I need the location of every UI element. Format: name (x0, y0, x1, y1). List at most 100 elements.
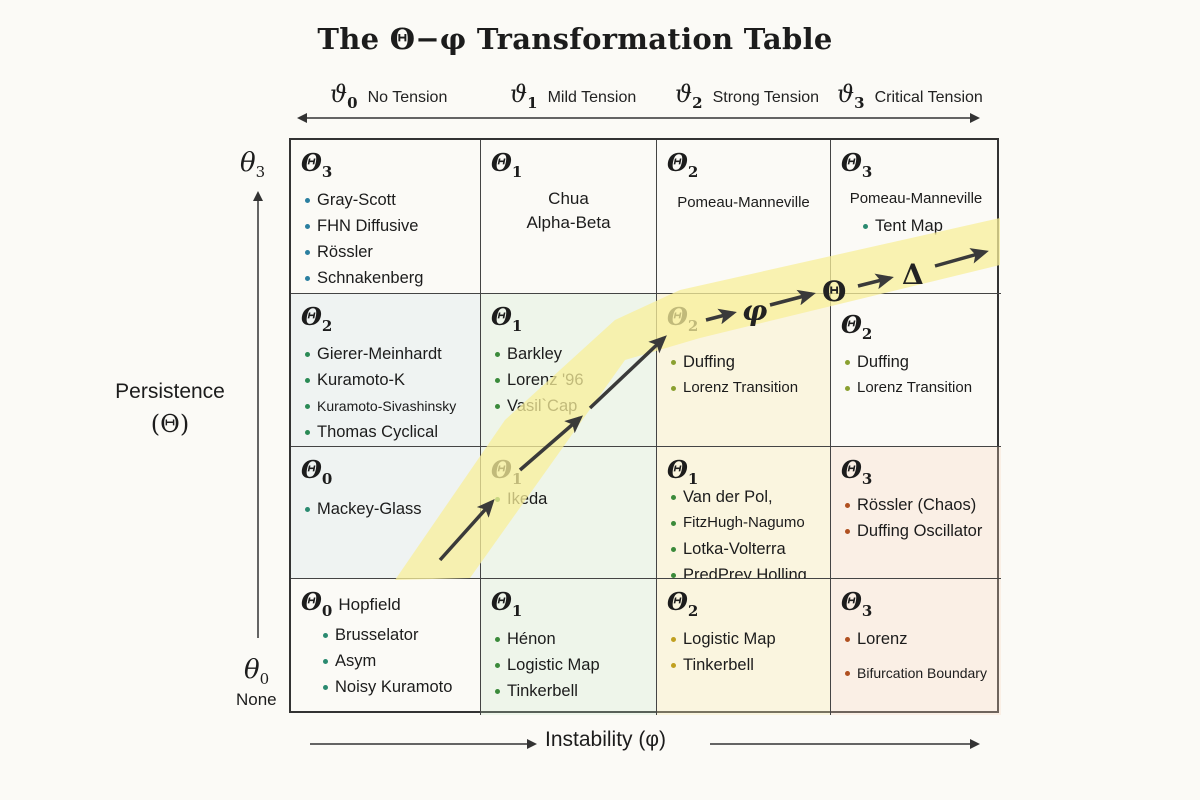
page-title: The Θ−φ Transformation Table (317, 22, 833, 56)
list-item: Brusselator (319, 622, 470, 648)
list-item: Thomas Cyclical (301, 419, 470, 445)
col-symbol: ϑ1 (510, 80, 538, 112)
y-axis-title: Persistence (Θ) (110, 376, 230, 440)
center-line: Pomeau-Manneville (677, 193, 810, 211)
cell-item-list: Hénon Logistic Map Tinkerbell (491, 626, 646, 704)
center-line: Alpha-Beta (526, 212, 611, 232)
cell-r3-c0: Θ0 Hopfield Brusselator Asym Noisy Kuramo… (291, 579, 481, 715)
center-line: Pomeau-Manneville (849, 189, 983, 207)
cell-inline-title: Hopfield (338, 595, 401, 614)
cell-theta: Θ0 (301, 455, 333, 488)
list-item: Gierer-Meinhardt (301, 341, 470, 367)
list-item: Barkley (491, 341, 646, 367)
cell-item-list: Lorenz Bifurcation Boundary (841, 626, 991, 686)
cell-center-text: Pomeau-Manneville (667, 191, 820, 215)
cell-item-list: Rössler (Chaos) Duffing Oscillator (841, 492, 991, 544)
cell-item-list: Duffing Lorenz Transition (667, 349, 820, 401)
y-axis-none-label: None (236, 690, 277, 709)
col-symbol: ϑ0 (330, 80, 358, 112)
list-item: Gray-Scott (301, 187, 470, 213)
cell-theta: Θ2 (667, 587, 699, 620)
list-item: Lorenz (841, 626, 991, 652)
col-label: Critical Tension (874, 89, 983, 106)
cell-r2-c3: Θ3 Rössler (Chaos) Duffing Oscillator (831, 447, 1001, 579)
column-header-2: ϑ2 Strong Tension (675, 80, 819, 112)
cell-theta: Θ1 (491, 455, 523, 488)
list-item: Mackey-Glass (301, 496, 470, 522)
cell-r1-c0: Θ2 Gierer-Meinhardt Kuramoto-K Kuramoto-… (291, 294, 481, 447)
cell-theta: Θ2 (667, 302, 699, 335)
cell-item-list: Brusselator Asym Noisy Kuramoto (319, 622, 470, 700)
list-item: Van der Pol, (667, 484, 820, 510)
list-item: Logistic Map (667, 626, 820, 652)
column-header-0: ϑ0 No Tension (330, 80, 447, 112)
cell-r3-c2: Θ2 Logistic Map Tinkerbell (657, 579, 831, 715)
list-item: Noisy Kuramoto (319, 674, 470, 700)
list-item: PredPrey Holling (667, 562, 820, 578)
y-axis-title-text: Persistence (115, 380, 225, 403)
cell-r0-c0: Θ3 Gray-Scott FHN Diffusive Rössler Schn… (291, 140, 481, 294)
list-item: Lorenz Transition (841, 375, 991, 401)
list-item: Duffing (667, 349, 820, 375)
cell-center-text: Chua Alpha-Beta (491, 187, 646, 235)
list-item: Tinkerbell (667, 652, 820, 678)
cell-item-list: Logistic Map Tinkerbell (667, 626, 820, 678)
list-item: Lorenz '96 (491, 367, 646, 393)
list-item: Ikeda (491, 486, 646, 512)
center-line: Chua (548, 188, 589, 208)
column-header-3: ϑ3 Critical Tension (837, 80, 983, 112)
y-axis-top-label: θ3 (240, 148, 266, 182)
list-item: Tent Map (859, 213, 991, 239)
cell-theta: Θ2 (301, 302, 333, 335)
list-item: Duffing (841, 349, 991, 375)
cell-center-text: Pomeau-Manneville (841, 187, 991, 211)
cell-r2-c1: Θ1 Ikeda (481, 447, 657, 579)
cell-r0-c1: Θ1 Chua Alpha-Beta (481, 140, 657, 294)
cell-item-list: Tent Map (859, 213, 991, 239)
cell-r2-c0: Θ0 Mackey-Glass (291, 447, 481, 579)
cell-item-list: Ikeda (491, 486, 646, 512)
list-item: Hénon (491, 626, 646, 652)
cell-r3-c1: Θ1 Hénon Logistic Map Tinkerbell (481, 579, 657, 715)
cell-r1-c3: Θ2 Duffing Lorenz Transition (831, 294, 1001, 447)
cell-theta: Θ2 (667, 148, 699, 181)
col-label: Strong Tension (712, 89, 820, 106)
list-item: FHN Diffusive (301, 213, 470, 239)
list-item: Asym (319, 648, 470, 674)
list-item: Kuramoto-Sivashinsky (301, 393, 470, 419)
list-item: Vasil`Cap (491, 393, 646, 419)
cell-theta: Θ2 (841, 310, 873, 343)
cell-theta: Θ1 (491, 148, 523, 181)
cell-theta: Θ0 (301, 587, 333, 620)
list-item: Lorenz Transition (667, 375, 820, 401)
path-token-delta: Δ (902, 258, 924, 291)
cell-item-list: Van der Pol, FitzHugh-Nagumo Lotka-Volte… (667, 484, 820, 578)
list-item: Schnakenberg (301, 265, 470, 291)
cell-theta: Θ1 (491, 587, 523, 620)
list-item: Duffing Oscillator (841, 518, 991, 544)
list-item: Lotka-Volterra (667, 536, 820, 562)
cell-r0-c2: Θ2 Pomeau-Manneville (657, 140, 831, 294)
y-axis-title-symbol: (Θ) (150, 410, 190, 438)
cell-item-list: Mackey-Glass (301, 496, 470, 522)
col-label: No Tension (367, 89, 448, 106)
cell-theta: Θ3 (841, 148, 873, 181)
y-axis-bottom-label: θ0 (244, 655, 270, 689)
list-item: Logistic Map (491, 652, 646, 678)
path-token-phi: φ (742, 294, 768, 327)
col-label: Mild Tension (547, 89, 637, 106)
list-item: Tinkerbell (491, 678, 646, 704)
cell-r3-c3: Θ3 Lorenz Bifurcation Boundary (831, 579, 1001, 715)
cell-r2-c2: Θ1 Van der Pol, FitzHugh-Nagumo Lotka-Vo… (657, 447, 831, 579)
list-item: Bifurcation Boundary (841, 660, 991, 686)
list-item: FitzHugh-Nagumo (667, 510, 820, 536)
list-item: Rössler (Chaos) (841, 492, 991, 518)
column-header-1: ϑ1 Mild Tension (510, 80, 636, 112)
col-symbol: ϑ3 (837, 80, 865, 112)
cell-theta: Θ3 (841, 587, 873, 620)
list-item: Rössler (301, 239, 470, 265)
cell-item-list: Gierer-Meinhardt Kuramoto-K Kuramoto-Siv… (301, 341, 470, 445)
path-token-theta: Θ (822, 275, 847, 308)
cell-theta: Θ1 (491, 302, 523, 335)
col-symbol: ϑ2 (675, 80, 703, 112)
